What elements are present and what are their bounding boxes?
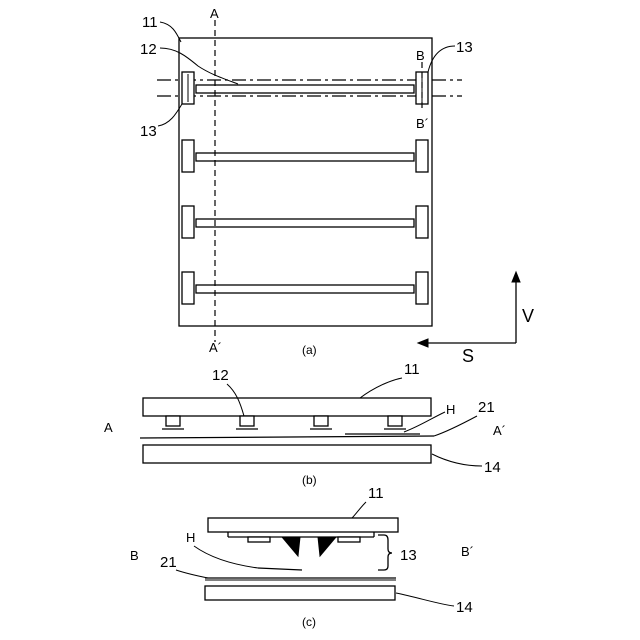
leader-b-21 (434, 416, 477, 436)
label-s: S (462, 346, 474, 366)
rail-row-4 (196, 285, 414, 293)
figure-a: A A´ 11 12 13 13 B B´ V S (a) (140, 6, 534, 366)
foot-2 (240, 416, 254, 426)
holder-right-row-4 (416, 272, 428, 304)
foot-3 (314, 416, 328, 426)
leader-11 (160, 22, 181, 42)
label-b-bottom: B´ (416, 116, 429, 131)
holder-13-block-right (338, 537, 360, 542)
label-c-b-prime: B´ (461, 544, 474, 559)
holder-right-row-2 (416, 140, 428, 172)
holder-left-row-4 (182, 272, 194, 304)
label-c-21: 21 (160, 554, 177, 571)
axis-v-arrowhead (512, 272, 520, 282)
label-v: V (522, 306, 534, 326)
figure-c: 11 13 H 21 14 B B´ (c) (130, 485, 474, 629)
rail-row-1 (196, 85, 414, 93)
panel-11 (179, 38, 432, 326)
film-21 (140, 436, 434, 438)
label-b-11: 11 (404, 361, 420, 378)
label-b-h: H (446, 402, 455, 417)
holder-left-row-3 (182, 206, 194, 238)
label-c-14: 14 (456, 599, 473, 616)
label-c-b: B (130, 548, 139, 563)
rail-row-2 (196, 153, 414, 161)
caption-a: (a) (302, 343, 317, 357)
leader-b-14 (432, 454, 482, 466)
label-c-h: H (186, 530, 195, 545)
label-b-a: A (104, 420, 113, 435)
label-11: 11 (142, 14, 158, 31)
label-b-21: 21 (478, 399, 495, 416)
holder-13-clip (258, 568, 302, 570)
leader-c-14 (396, 593, 454, 606)
holder-13-block-left (248, 537, 270, 542)
label-13-left: 13 (140, 123, 157, 140)
stage-14 (143, 445, 431, 463)
leader-c-21 (176, 570, 208, 578)
leader-c-11 (352, 502, 366, 518)
label-b-12: 12 (212, 367, 229, 384)
rail-row-3 (196, 219, 414, 227)
leader-c-h (194, 546, 258, 568)
holder-right-row-3 (416, 206, 428, 238)
brace-13 (378, 535, 392, 570)
foot-4 (388, 416, 402, 426)
label-c-11: 11 (368, 485, 384, 502)
label-a-bottom: A´ (209, 340, 222, 355)
caption-b: (b) (302, 473, 317, 487)
axis-s-arrowhead (418, 339, 428, 347)
label-b-a-prime: A´ (493, 423, 506, 438)
holder-13-claw-right (318, 537, 336, 556)
label-12: 12 (140, 41, 157, 58)
holder-13-claw-left (282, 537, 300, 556)
panel-11-side (143, 398, 431, 416)
panel-11-end (208, 518, 398, 532)
label-13-top: 13 (456, 39, 473, 56)
figure-b: 11 12 H 21 14 A A´ (b) (104, 361, 506, 487)
label-b-top: B (416, 48, 425, 63)
stage-14-end (205, 586, 395, 600)
leader-b-11 (360, 378, 402, 398)
label-c-13: 13 (400, 547, 417, 564)
label-b-14: 14 (484, 459, 501, 476)
foot-1 (166, 416, 180, 426)
holder-left-row-2 (182, 140, 194, 172)
caption-c: (c) (302, 615, 316, 629)
label-a-top: A (210, 6, 219, 21)
